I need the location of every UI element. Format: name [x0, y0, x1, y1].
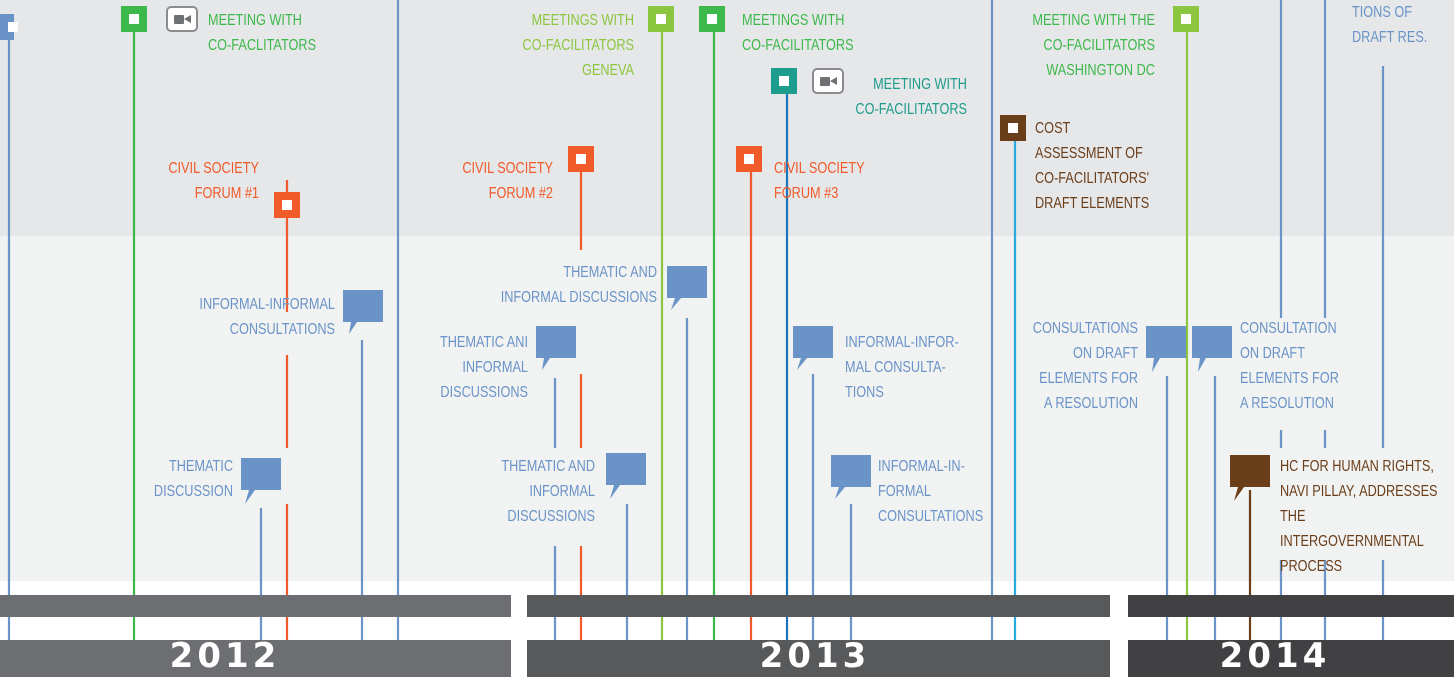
event-label-consultation-draft-2: CONSULTATION ON DRAFT ELEMENTS FOR A RES…	[1240, 320, 1339, 412]
event-label-meeting-washington: MEETING WITH THE CO-FACILITATORS WASHING…	[1032, 12, 1155, 79]
video-camera-icon	[812, 68, 844, 94]
year-bar-2014	[1128, 640, 1454, 677]
event-label-meeting-cofac-video: MEETING WITH CO-FACILITATORS	[855, 76, 967, 118]
forum-marker	[274, 192, 300, 218]
event-label-draft-res: TIONS OF DRAFT RES.	[1352, 4, 1428, 46]
year-label-2012: 2012	[169, 636, 281, 676]
event-label-meetings-cofac: MEETINGS WITH CO-FACILITATORS	[742, 12, 854, 54]
year-bar-2013	[527, 640, 1110, 677]
middle-band-consultations	[0, 236, 1454, 581]
year-stripe-2012	[0, 595, 511, 617]
event-label-thematic-informal-1: THEMATIC AND INFORMAL DISCUSSIONS	[500, 264, 657, 306]
cost-marker	[1000, 115, 1026, 141]
meeting-marker	[648, 6, 674, 32]
speech-bubble-icon	[536, 326, 576, 370]
event-label-consultations-draft-1: CONSULTATIONS ON DRAFT ELEMENTS FOR A RE…	[1032, 320, 1138, 412]
speech-bubble-icon	[606, 453, 646, 499]
video-camera-icon	[166, 6, 198, 32]
year-label-2014: 2014	[1219, 636, 1331, 676]
event-label-thematic-discussion: THEMATIC DISCUSSION	[153, 458, 233, 500]
speech-bubble-icon	[343, 290, 383, 334]
event-label-informal-informal-2: INFORMAL-INFOR- MAL CONSULTA- TIONS	[845, 334, 959, 401]
event-label-cost-assessment: COST ASSESSMENT OF CO-FACILITATORS' DRAF…	[1035, 120, 1150, 212]
event-label-meeting-cofac: MEETING WITH CO-FACLITATORS	[208, 12, 317, 54]
event-label-civil-forum-2: CIVIL SOCIETY FORUM #2	[462, 160, 553, 202]
speech-bubble-icon	[667, 266, 707, 310]
event-label-informal-informal-1: INFORMAL-INFORMAL CONSULTATIONS	[199, 296, 335, 338]
meeting-marker	[1173, 6, 1199, 32]
speech-bubble-icon	[793, 326, 833, 370]
forum-marker	[568, 146, 594, 172]
speech-bubble-icon	[1192, 326, 1232, 372]
speech-bubble-icon	[1230, 455, 1270, 501]
meeting-marker	[699, 6, 725, 32]
forum-marker	[736, 146, 762, 172]
speech-bubble-icon	[1146, 326, 1186, 372]
year-stripe-2014	[1128, 595, 1454, 617]
speech-bubble-icon	[831, 455, 871, 499]
event-label-meetings-geneva: MEETINGS WITH CO-FACILITATORS GENEVA	[522, 12, 634, 79]
event-label-informal-informal-3: INFORMAL-IN- FORMAL CONSULTATIONS	[878, 458, 984, 525]
top-band-meetings	[0, 0, 1454, 236]
event-label-civil-forum-3: CIVIL SOCIETY FORUM #3	[774, 160, 865, 202]
meeting-marker	[771, 68, 797, 94]
year-stripe-2013	[527, 595, 1110, 617]
event-label-civil-forum-1: CIVIL SOCIETY FORUM #1	[168, 160, 259, 202]
year-bar-2012	[0, 640, 511, 677]
event-label-hc-human-rights: HC FOR HUMAN RIGHTS, NAVI PILLAY, ADDRES…	[1280, 458, 1438, 575]
event-label-thematic-informal-2: THEMATIC ANI INFORMAL DISCUSSIONS	[439, 334, 528, 401]
event-label-thematic-informal-3: THEMATIC AND INFORMAL DISCUSSIONS	[501, 458, 595, 525]
meeting-marker	[121, 6, 147, 32]
meeting-marker	[0, 14, 18, 40]
speech-bubble-icon	[241, 458, 281, 504]
year-label-2013: 2013	[759, 636, 871, 676]
